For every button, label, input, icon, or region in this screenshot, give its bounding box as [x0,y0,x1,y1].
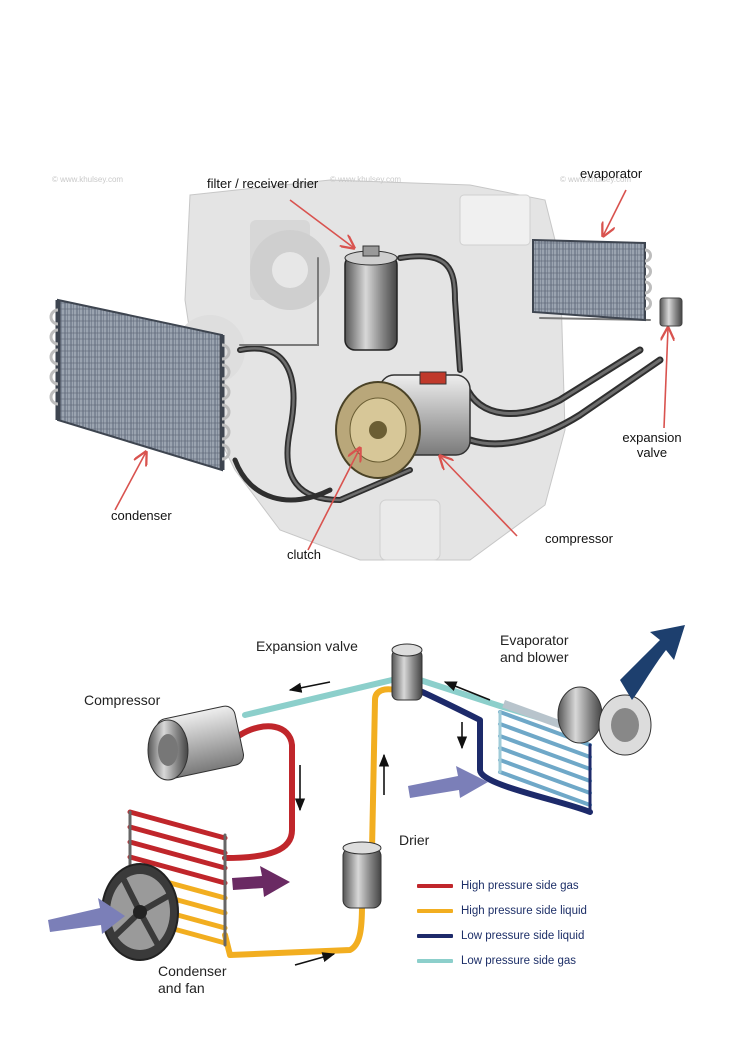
airflow-in-arrow [48,898,125,934]
airflow-evap-arrow [408,766,488,798]
label-filter-receiver-drier: filter / receiver drier [207,176,319,191]
compressor-part [335,371,471,479]
legend-swatch [417,884,453,888]
legend-label: High pressure side liquid [461,905,587,917]
engine-block [175,179,566,561]
label-condenser: condenser [111,508,172,523]
pointer-arrows [114,189,668,551]
drier-bottom-part [342,841,382,909]
expansion-valve-bottom-part [391,643,423,701]
compressor-bottom-part [147,705,245,781]
evaporator-unit [532,238,683,327]
label-evaporator: evaporator [580,166,643,181]
condenser-fan-part [101,863,179,961]
blower-part [557,625,685,756]
label-expansion-valve-bottom: Expansion valve [256,638,358,654]
legend-label: Low pressure side gas [461,955,577,967]
watermark-text: © www.khulsey.com [560,175,632,184]
condenser-unit [49,298,231,472]
legend-swatch [417,909,453,913]
label-expansion-valve: expansion valve [622,430,682,460]
label-evaporator-blower: Evaporator and blower [500,632,569,665]
receiver-drier-part [344,245,398,351]
cold-air-arrow [620,625,685,700]
legend-label: Low pressure side liquid [461,930,585,942]
refrigerant-hoses [232,253,664,504]
legend-label: High pressure side gas [461,880,579,892]
label-drier: Drier [399,832,430,848]
legend-swatch [417,959,453,963]
watermark-text: © www.khulsey.com [52,175,124,184]
flow-direction-arrows [288,681,491,966]
legend-swatch [417,934,453,938]
label-clutch: clutch [287,547,321,562]
expansion-valve-part [659,297,683,327]
hot-air-arrow [232,866,290,897]
label-compressor-bottom: Compressor [84,692,161,708]
label-condenser-fan: Condenser and fan [158,963,227,996]
airflow-arrows [48,766,488,934]
watermark-text: © www.khulsey.com [330,175,402,184]
label-compressor: compressor [545,531,613,546]
